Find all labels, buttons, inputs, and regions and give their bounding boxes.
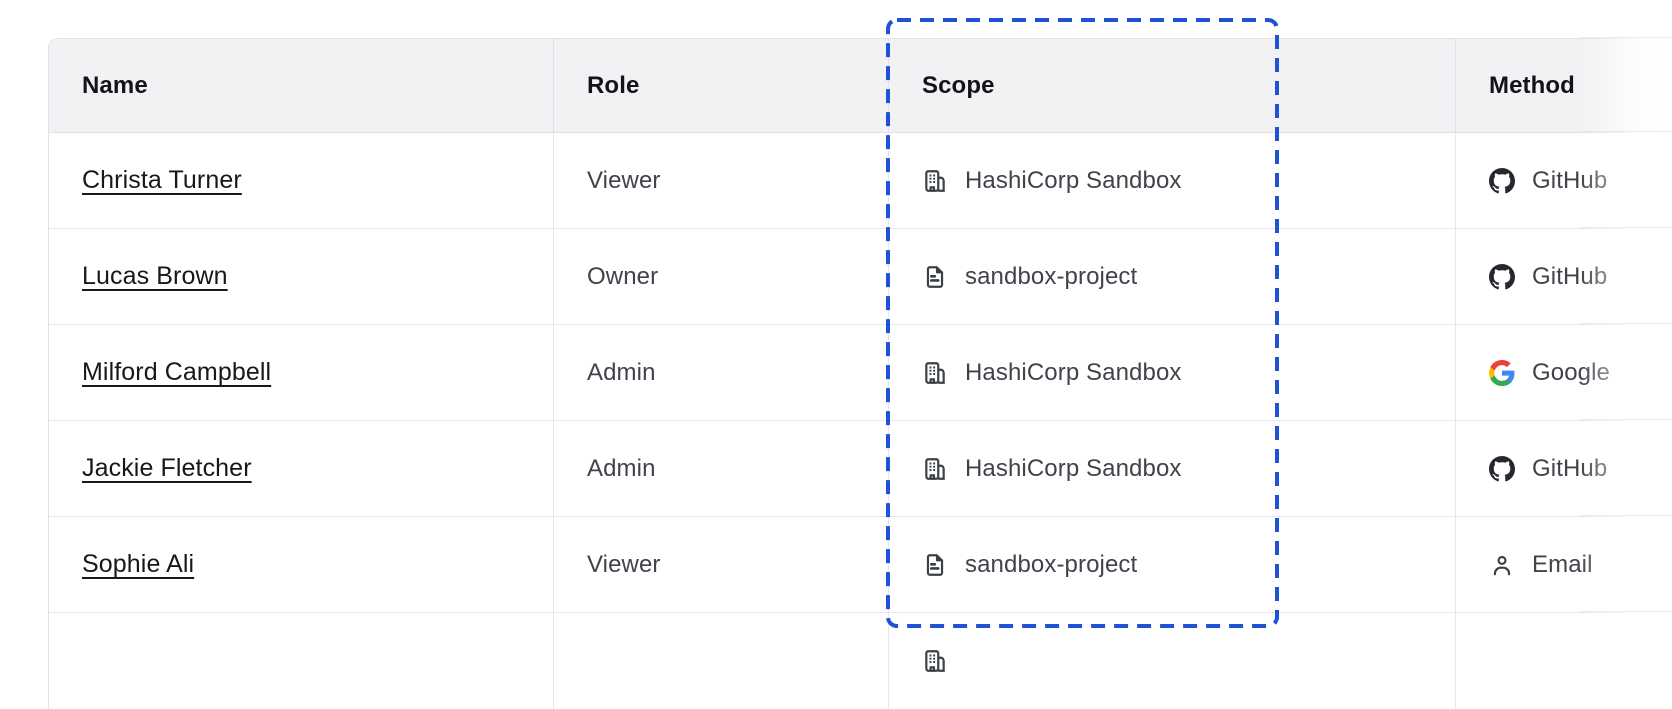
- scope-cell: sandbox-project: [889, 517, 1456, 612]
- document-icon: [922, 552, 948, 578]
- members-table: Name Role Scope Method Christa Turner Vi…: [48, 38, 1672, 709]
- google-icon: [1489, 359, 1515, 386]
- scope-cell: HashiCorp Sandbox: [889, 421, 1456, 516]
- scope-label: HashiCorp Sandbox: [965, 166, 1182, 194]
- name-cell: [49, 613, 554, 709]
- scope-label: sandbox-project: [965, 550, 1138, 578]
- scope-label: HashiCorp Sandbox: [965, 358, 1182, 386]
- name-cell: Jackie Fletcher: [49, 421, 554, 516]
- column-header-method: Method: [1456, 39, 1672, 132]
- role-cell: Owner: [554, 229, 889, 324]
- member-name-link[interactable]: Jackie Fletcher: [82, 454, 252, 482]
- method-cell: [1456, 613, 1672, 709]
- method-label: GitHub: [1532, 262, 1608, 290]
- member-name-link[interactable]: Lucas Brown: [82, 262, 228, 290]
- method-cell: Google: [1456, 325, 1672, 420]
- name-cell: Lucas Brown: [49, 229, 554, 324]
- member-name-link[interactable]: Sophie Ali: [82, 550, 195, 578]
- name-cell: Sophie Ali: [49, 517, 554, 612]
- github-icon: [1489, 167, 1515, 194]
- org-building-icon: [922, 168, 948, 194]
- name-cell: Christa Turner: [49, 133, 554, 228]
- role-cell: Admin: [554, 325, 889, 420]
- table-row: Sophie Ali Viewer sandbox-project Email: [49, 517, 1672, 613]
- method-label: GitHub: [1532, 166, 1608, 194]
- table-row: Milford Campbell Admin HashiCorp Sandbox…: [49, 325, 1672, 421]
- method-label: Google: [1532, 358, 1610, 386]
- role-cell: [554, 613, 889, 709]
- scope-cell: sandbox-project: [889, 229, 1456, 324]
- role-cell: Viewer: [554, 133, 889, 228]
- column-header-scope: Scope: [889, 39, 1456, 132]
- scope-cell: HashiCorp Sandbox: [889, 325, 1456, 420]
- method-label: GitHub: [1532, 454, 1608, 482]
- table-row: Lucas Brown Owner sandbox-project GitHub: [49, 229, 1672, 325]
- scope-cell: HashiCorp Sandbox: [889, 133, 1456, 228]
- member-name-link[interactable]: Christa Turner: [82, 166, 242, 194]
- method-label: Email: [1532, 550, 1593, 578]
- table-row-partial: [49, 613, 1672, 709]
- role-cell: Viewer: [554, 517, 889, 612]
- org-building-icon: [922, 456, 948, 482]
- github-icon: [1489, 263, 1515, 290]
- role-cell: Admin: [554, 421, 889, 516]
- github-icon: [1489, 455, 1515, 482]
- table-row: Christa Turner Viewer HashiCorp Sandbox …: [49, 133, 1672, 229]
- table-header-row: Name Role Scope Method: [49, 39, 1672, 133]
- method-cell: Email: [1456, 517, 1672, 612]
- user-icon: [1489, 552, 1515, 578]
- member-name-link[interactable]: Milford Campbell: [82, 358, 272, 386]
- scope-cell: [889, 613, 1456, 709]
- scope-label: HashiCorp Sandbox: [965, 454, 1182, 482]
- column-header-name: Name: [49, 39, 554, 132]
- org-building-icon: [922, 360, 948, 386]
- column-header-role: Role: [554, 39, 889, 132]
- method-cell: GitHub: [1456, 229, 1672, 324]
- method-cell: GitHub: [1456, 421, 1672, 516]
- name-cell: Milford Campbell: [49, 325, 554, 420]
- table-row: Jackie Fletcher Admin HashiCorp Sandbox …: [49, 421, 1672, 517]
- method-cell: GitHub: [1456, 133, 1672, 228]
- scope-label: sandbox-project: [965, 262, 1138, 290]
- document-icon: [922, 264, 948, 290]
